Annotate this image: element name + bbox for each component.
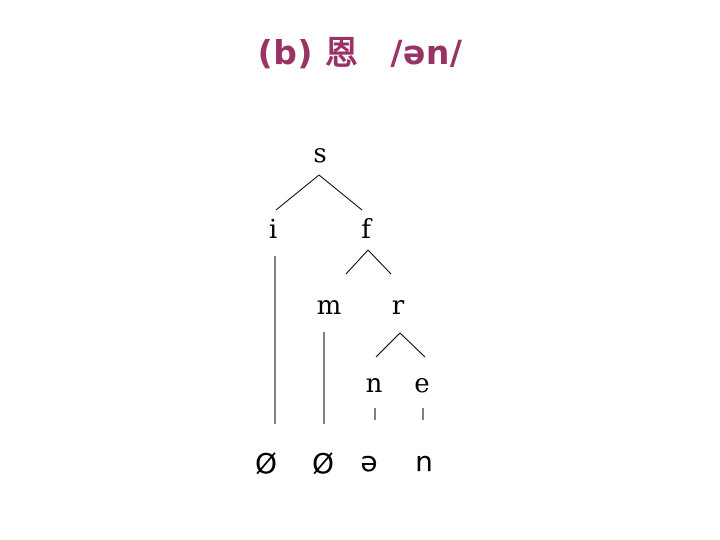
branch-f-r — [367, 249, 392, 275]
branch-s-i — [275, 174, 320, 211]
node-r: r — [392, 291, 405, 321]
segment-ending: n — [415, 445, 433, 478]
segment-nucleus: ə — [360, 445, 377, 478]
diagram-title: (b) 恩 /ən/ — [0, 26, 720, 74]
node-i: i — [269, 215, 277, 245]
title-ipa: /ən/ — [390, 33, 463, 72]
segment-medial: Ø — [312, 447, 334, 480]
node-m: m — [317, 291, 342, 321]
branch-f-m — [345, 249, 369, 275]
node-e: e — [414, 369, 429, 399]
title-label: (b) — [257, 33, 313, 72]
branch-r-n — [375, 332, 401, 358]
segment-onset: Ø — [255, 447, 277, 480]
node-f: f — [361, 215, 373, 245]
node-s: s — [313, 139, 326, 169]
title-character: 恩 — [324, 33, 359, 72]
node-n: n — [366, 369, 383, 399]
branch-s-f — [318, 174, 363, 211]
branch-r-e — [399, 332, 426, 358]
